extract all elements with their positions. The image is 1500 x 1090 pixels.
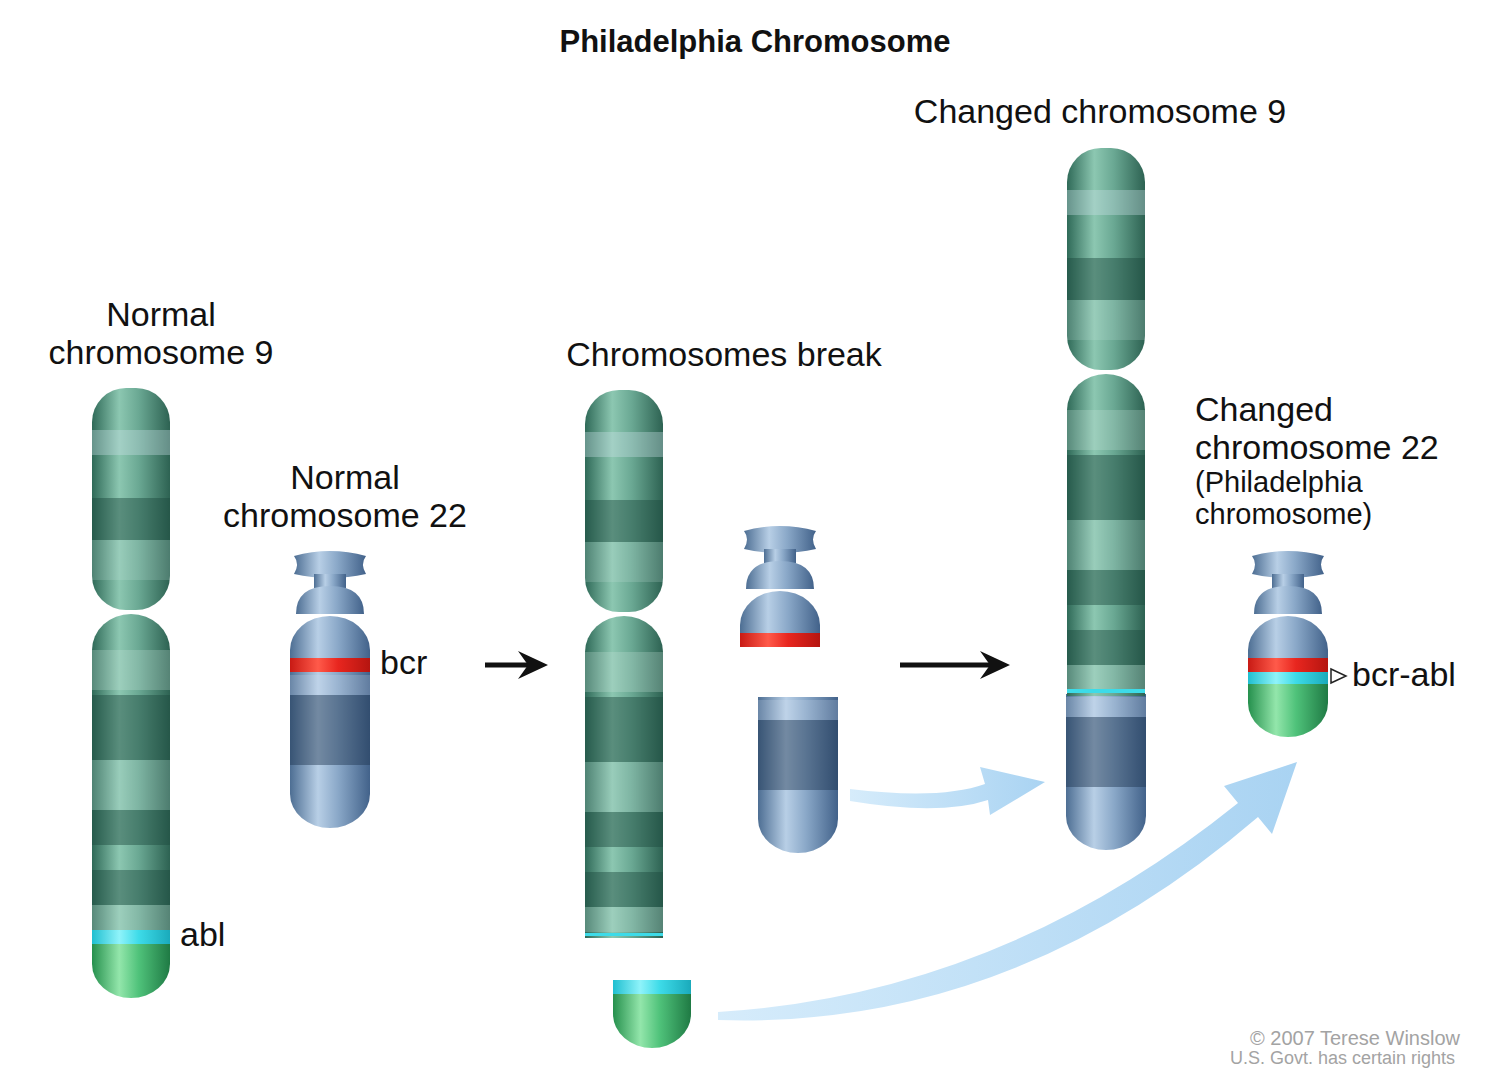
move-arrow	[850, 767, 1045, 815]
copyright-note: © 2007 Terese Winslow	[1100, 1027, 1460, 1049]
process-arrow	[900, 651, 1010, 679]
node-heading: Changed chromosome 22	[1195, 390, 1475, 466]
node-label: (Philadelphia chromosome)	[1195, 466, 1425, 531]
broken-chromosome-9	[585, 390, 663, 938]
node-heading: Changed chromosome 9	[895, 92, 1305, 130]
node-label: bcr-abl	[1352, 655, 1472, 693]
chromosome-22-upper	[290, 551, 370, 672]
chromosome-22-fragment	[758, 697, 838, 853]
chromosome-9	[92, 388, 170, 936]
chromosome-22-lower	[290, 672, 370, 828]
changed-chromosome-9	[1067, 148, 1145, 696]
break-line	[585, 933, 663, 936]
abl-fragment	[613, 980, 691, 1048]
translocated-22-segment	[1066, 694, 1146, 850]
chromosome-node: Normal chromosome 22 bcr	[205, 458, 485, 830]
chromosome-node: Normal chromosome 9 abl	[30, 295, 292, 1000]
abl-band	[1248, 672, 1328, 684]
junction-line	[1067, 689, 1145, 693]
node-heading: Normal chromosome 22	[205, 458, 485, 534]
arrow-head	[980, 651, 1010, 679]
node-heading: Normal chromosome 9	[30, 295, 292, 371]
abl-segment	[92, 930, 170, 998]
pointer-triangle	[1331, 669, 1346, 683]
node-label: bcr	[380, 643, 460, 681]
broken-chromosome-22	[740, 526, 820, 647]
chromosome-node: Changed chromosome 22(Philadelphia chrom…	[1195, 390, 1475, 740]
diagram-title: Philadelphia Chromosome	[0, 24, 1500, 60]
philadelphia-chromosome	[1248, 551, 1328, 672]
copyright-note: U.S. Govt. has certain rights	[1100, 1049, 1455, 1069]
abl-segment	[1248, 684, 1328, 737]
process-arrow	[485, 651, 548, 679]
arrow-shaft	[900, 663, 990, 668]
chromosome-node: Chromosomes break	[548, 335, 900, 1050]
node-heading: Chromosomes break	[548, 335, 900, 373]
chromosome-node: Changed chromosome 9	[1010, 92, 1185, 854]
node-label: abl	[180, 915, 250, 953]
arrow-shaft	[485, 663, 528, 668]
move-arrow	[718, 762, 1297, 1020]
arrow-head	[518, 651, 548, 679]
